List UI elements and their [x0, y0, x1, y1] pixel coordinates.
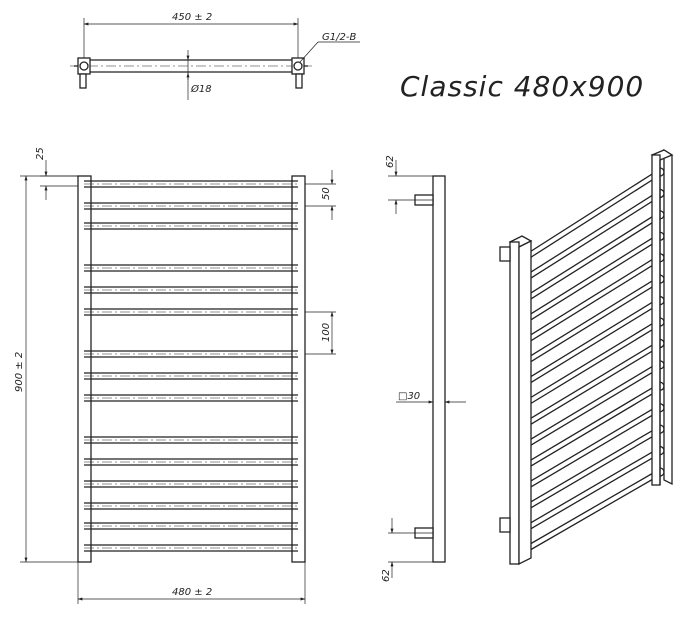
front-view: 25 900 ± 2 480 ± 2 50 100	[14, 147, 336, 604]
iso-rail	[524, 253, 665, 345]
iso-rail	[524, 424, 665, 512]
section-label: □30	[398, 391, 420, 402]
front-rail	[84, 264, 298, 272]
front-rail	[84, 436, 298, 444]
spacing-50-label: 50	[321, 187, 332, 200]
front-rail	[84, 350, 298, 358]
front-rail	[84, 180, 298, 188]
front-rail	[84, 458, 298, 466]
thread-label: G1/2-B	[322, 32, 356, 43]
side-view: 62 □30 62	[381, 155, 466, 582]
top-width-label: 450 ± 2	[172, 12, 212, 23]
spacing-100-label: 100	[321, 323, 332, 342]
iso-rail	[524, 210, 665, 304]
width-label: 480 ± 2	[172, 587, 212, 598]
front-rail	[84, 394, 298, 402]
front-rail	[84, 372, 298, 380]
iso-rail	[524, 467, 665, 554]
height-label: 900 ± 2	[14, 352, 25, 392]
iso-rail	[524, 231, 665, 325]
top-offset-label: 25	[35, 147, 46, 160]
iso-rail	[524, 167, 665, 262]
top-view: 450 ± 2 Ø18 G1/2-B	[70, 12, 360, 100]
isometric-view	[499, 148, 674, 566]
front-rail	[84, 544, 298, 552]
iso-rail	[524, 188, 665, 283]
front-rail	[84, 522, 298, 530]
front-rail	[84, 286, 298, 294]
front-rail	[84, 202, 298, 210]
side-bottom-label: 62	[381, 569, 392, 582]
front-rail	[84, 480, 298, 488]
front-rail	[84, 502, 298, 510]
diameter-label: Ø18	[190, 83, 212, 95]
iso-rail	[524, 274, 665, 366]
side-top-label: 62	[385, 155, 396, 168]
iso-rail	[524, 403, 665, 491]
iso-rail	[524, 445, 665, 533]
front-rail	[84, 222, 298, 230]
front-rail	[84, 308, 298, 316]
product-title: Classic 480x900	[400, 70, 644, 103]
iso-rail	[524, 381, 665, 471]
